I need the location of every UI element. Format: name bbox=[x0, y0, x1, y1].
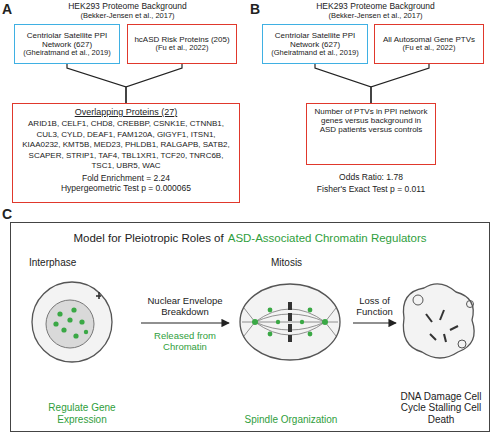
node-text: HEK293 Proteome Background bbox=[10, 2, 245, 12]
edge-label: Loss of Function bbox=[349, 296, 401, 318]
node-text: Centriolar Satellite PPI Network (627) bbox=[265, 31, 365, 49]
node-text: hcASD Risk Proteins (205) bbox=[130, 35, 234, 44]
node-text: All Autosomal Gene PTVs bbox=[377, 35, 481, 44]
statistic: Odds Ratio: 1.78 bbox=[290, 172, 452, 182]
mitosis-stage: MitosisSpindle Organization bbox=[229, 257, 353, 425]
overlap-result-box: Overlapping Proteins (27) ARID1B, CELF1, … bbox=[12, 103, 240, 203]
panel-letter: A bbox=[2, 1, 18, 17]
spindle-dots bbox=[252, 308, 328, 337]
node-text: Model for Pleiotropic Roles of bbox=[74, 232, 224, 244]
connector bbox=[141, 322, 229, 323]
ptv-box: All Autosomal Gene PTVs(Fu et al., 2022) bbox=[374, 24, 484, 64]
chromatin-regulator-dots bbox=[53, 307, 88, 338]
node-text: (Gheiratmand et al., 2019) bbox=[17, 49, 117, 58]
node-text: ARID1B, CELF1, CHD8, CREBBP, CSNK1E, CTN… bbox=[18, 119, 234, 171]
node-text: Hypergeometric Test p = 0.000065 bbox=[18, 184, 234, 194]
edge-label: Nuclear Envelope Breakdown bbox=[142, 296, 228, 318]
ppi-network-box: Centriolar Satellite PPI Network (627)(G… bbox=[14, 24, 120, 64]
node-text: Fold Enrichment = 2.24 bbox=[18, 174, 234, 184]
node-text: Regulate Gene Expression bbox=[23, 402, 141, 425]
connector bbox=[126, 64, 182, 103]
broken-chromosomes bbox=[426, 310, 458, 342]
proteome-background: HEK293 Proteome Background(Bekker-Jensen… bbox=[258, 2, 493, 64]
panel-letter: B bbox=[250, 1, 266, 17]
interphase-stage: InterphaseRegulate Gene Expression bbox=[23, 257, 141, 425]
proteome-background: HEK293 Proteome Background(Bekker-Jensen… bbox=[10, 2, 245, 64]
dying-cell bbox=[403, 284, 474, 358]
node-text: (Bekker-Jensen et al., 2017) bbox=[258, 12, 493, 21]
ptv-result-box: Number of PTVs in PPI network genes vers… bbox=[306, 103, 436, 165]
connector bbox=[353, 322, 396, 323]
node-text: (Bekker-Jensen et al., 2017) bbox=[10, 12, 245, 21]
connector bbox=[67, 64, 126, 103]
node-text: ASD-Associated Chromatin Regulators bbox=[228, 232, 427, 244]
centrosome bbox=[96, 292, 101, 299]
panel-letter: C bbox=[2, 206, 18, 222]
risk-protein-box: hcASD Risk Proteins (205)(Fu et al., 202… bbox=[127, 24, 237, 64]
fragments bbox=[413, 295, 474, 348]
chromosomes bbox=[288, 302, 292, 342]
nucleus bbox=[46, 300, 94, 348]
node-text: Mitosis bbox=[271, 257, 302, 269]
node-text: (Fu et al., 2022) bbox=[377, 44, 481, 53]
node-text: Spindle Organization bbox=[229, 414, 353, 426]
node-text: (Fu et al., 2022) bbox=[130, 44, 234, 53]
interphase-cell bbox=[32, 282, 112, 362]
node-text: Overlapping Proteins (27) bbox=[18, 107, 234, 117]
node-text: HEK293 Proteome Background bbox=[258, 2, 493, 12]
node-text: Number of PTVs in PPI network genes vers… bbox=[312, 107, 430, 135]
statistic: Fisher's Exact Test p = 0.011 bbox=[270, 184, 472, 194]
connector bbox=[315, 64, 371, 103]
cell-death-stage: DNA Damage Cell Cycle Stalling Cell Deat… bbox=[396, 257, 486, 425]
ppi-network-box: Centriolar Satellite PPI Network (627)(G… bbox=[262, 24, 368, 64]
node-text: (Gheiratmand et al., 2019) bbox=[265, 49, 365, 58]
connector bbox=[371, 64, 429, 103]
node-text: Centriolar Satellite PPI Network (627) bbox=[17, 31, 117, 49]
mitotic-cell bbox=[240, 284, 340, 360]
process-note: Released from Chromatin bbox=[140, 330, 230, 352]
node-text: DNA Damage Cell Cycle Stalling Cell Deat… bbox=[396, 391, 486, 426]
model-panel: Model for Pleiotropic Roles of ASD-Associ… bbox=[10, 222, 490, 432]
node-text: Interphase bbox=[29, 257, 76, 269]
spindle bbox=[242, 308, 338, 336]
